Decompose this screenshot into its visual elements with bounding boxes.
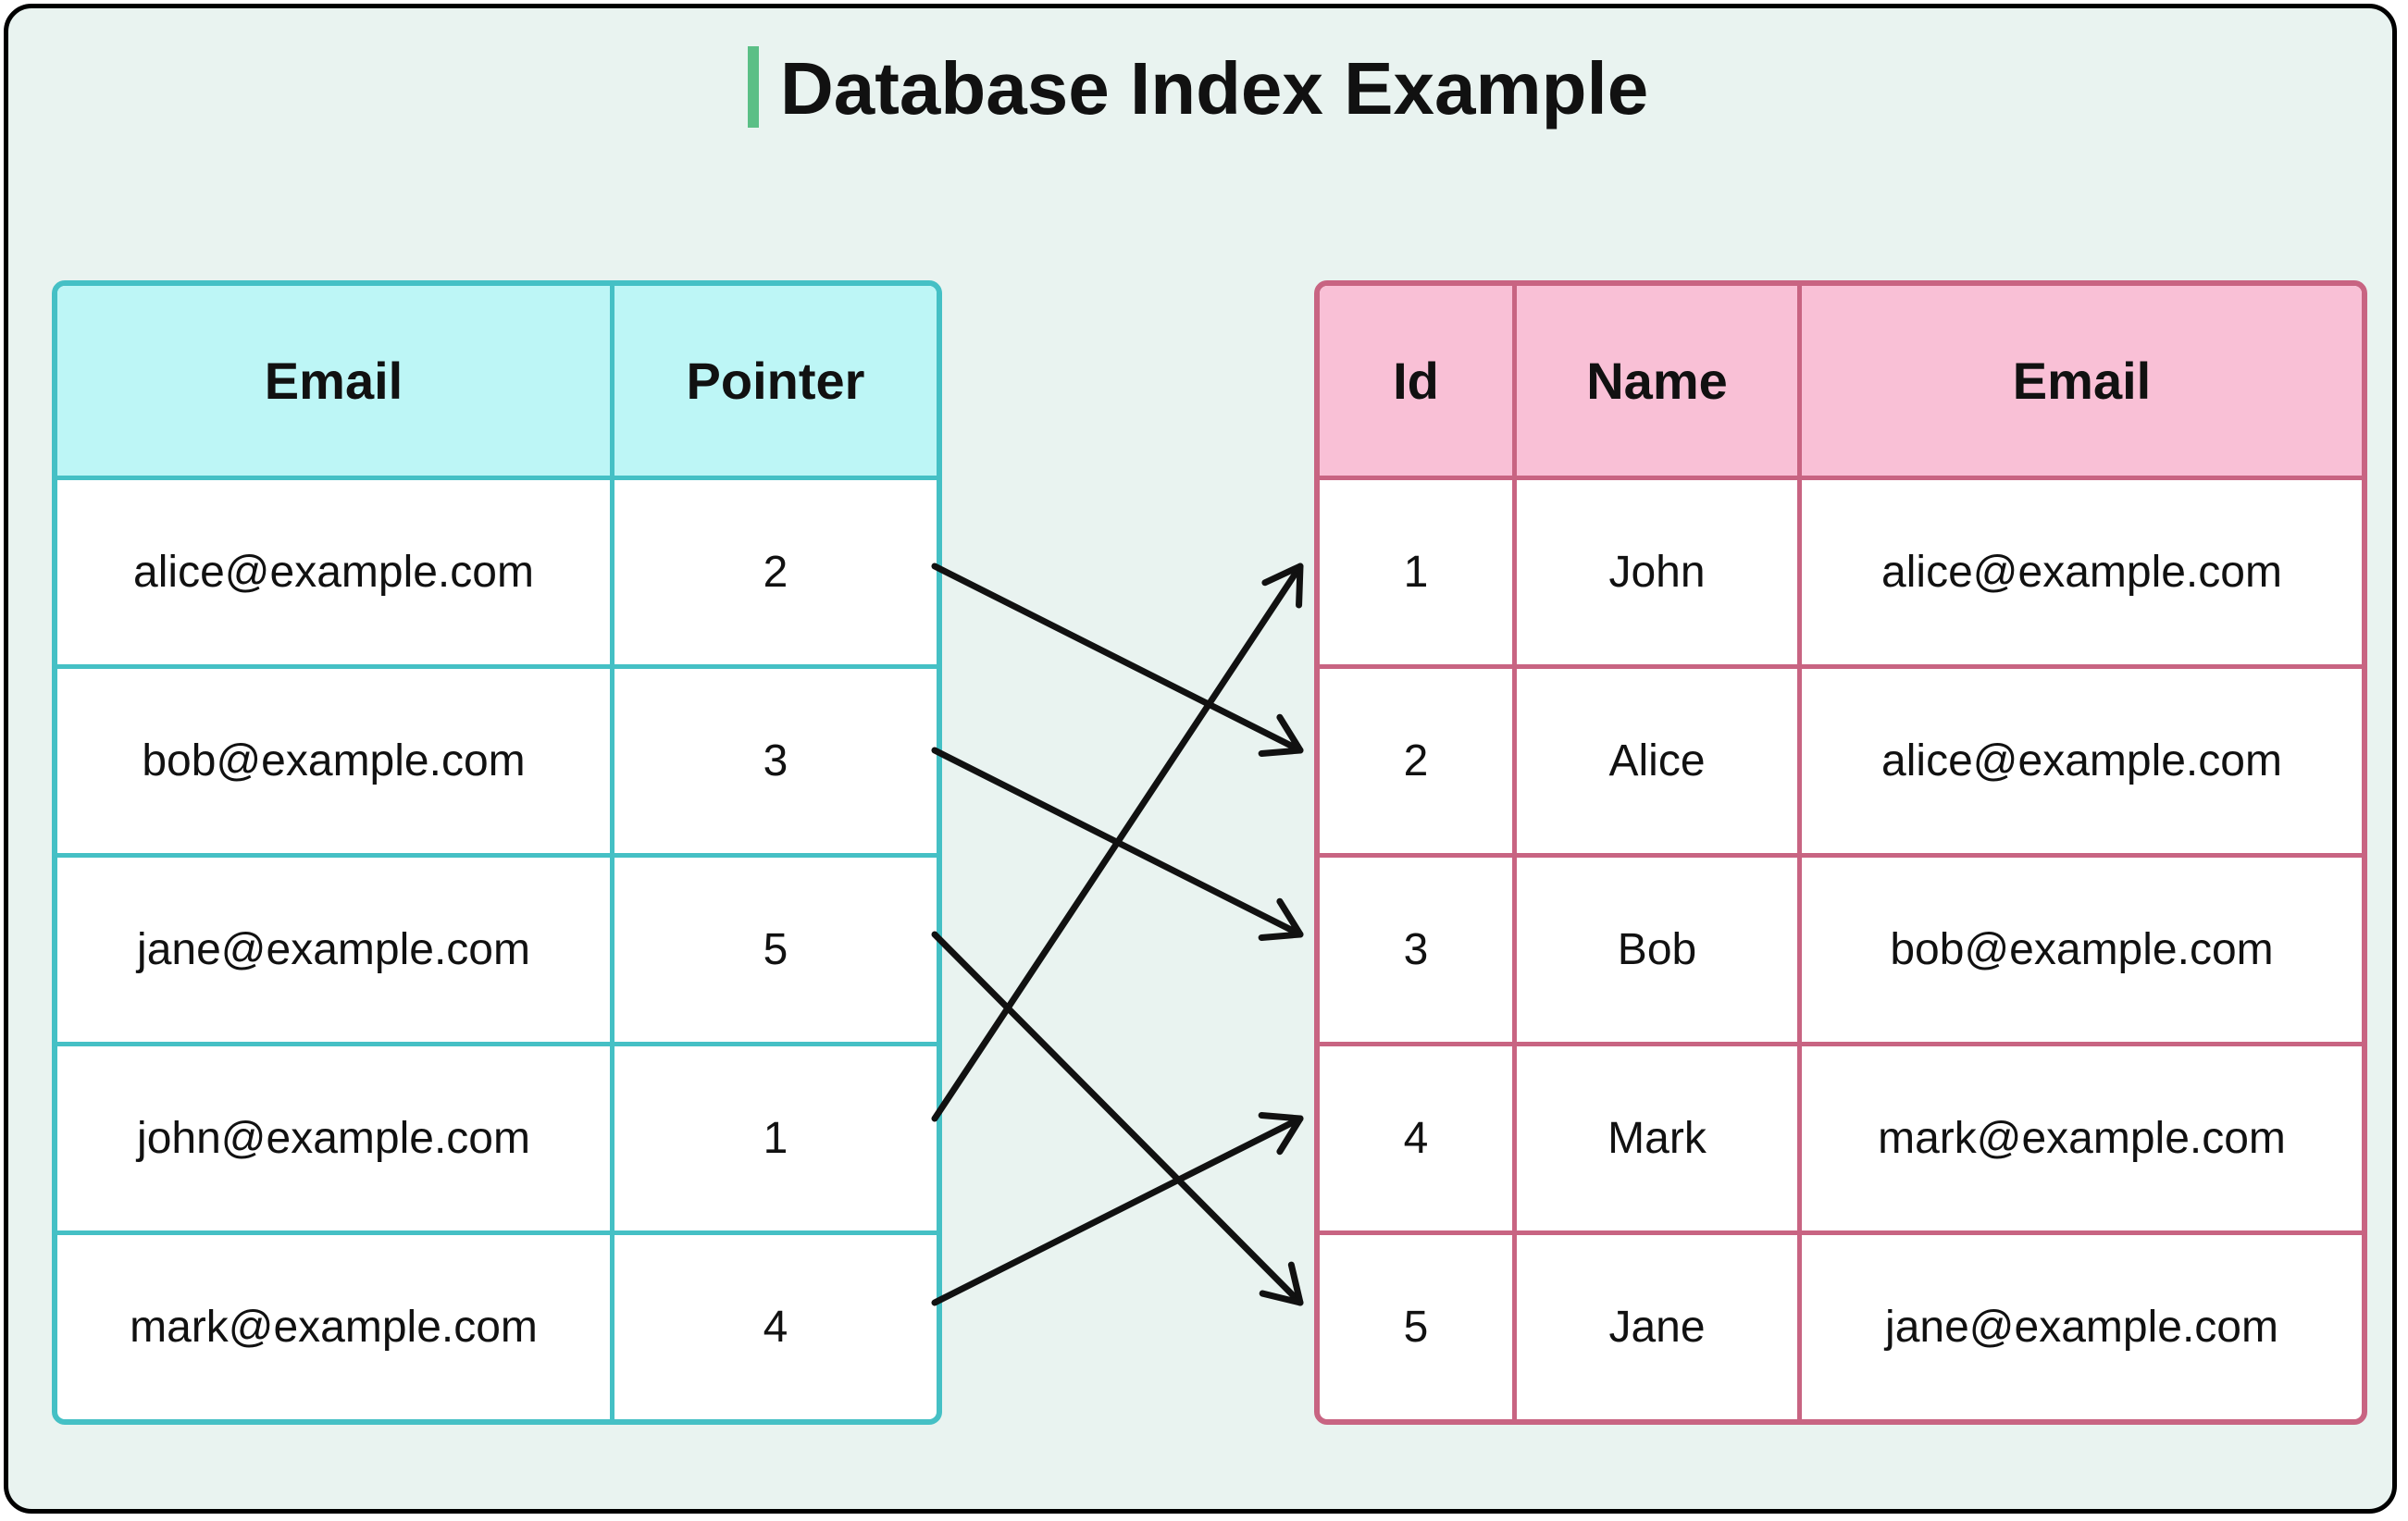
data-header-name: Name — [1517, 286, 1802, 480]
index-pointer-cell: 1 — [614, 1046, 937, 1235]
data-row: 2 Alice alice@example.com — [1320, 669, 2362, 858]
index-header-email: Email — [57, 286, 614, 480]
data-id-cell: 3 — [1320, 858, 1517, 1046]
data-header-email: Email — [1802, 286, 2362, 480]
index-row: alice@example.com 2 — [57, 480, 937, 669]
index-row: jane@example.com 5 — [57, 858, 937, 1046]
data-email-cell: bob@example.com — [1802, 858, 2362, 1046]
index-header-pointer: Pointer — [614, 286, 937, 480]
index-header-row: Email Pointer — [57, 286, 937, 480]
data-row: 4 Mark mark@example.com — [1320, 1046, 2362, 1235]
data-id-cell: 1 — [1320, 480, 1517, 669]
data-name-cell: Bob — [1517, 858, 1802, 1046]
index-table: Email Pointer alice@example.com 2 bob@ex… — [52, 280, 942, 1425]
index-row: mark@example.com 4 — [57, 1235, 937, 1419]
data-name-cell: Mark — [1517, 1046, 1802, 1235]
index-pointer-cell: 5 — [614, 858, 937, 1046]
data-row: 3 Bob bob@example.com — [1320, 858, 2362, 1046]
index-email-cell: alice@example.com — [57, 480, 614, 669]
index-pointer-cell: 2 — [614, 480, 937, 669]
index-row: john@example.com 1 — [57, 1046, 937, 1235]
data-id-cell: 2 — [1320, 669, 1517, 858]
data-name-cell: John — [1517, 480, 1802, 669]
index-pointer-cell: 3 — [614, 669, 937, 858]
data-row: 1 John alice@example.com — [1320, 480, 2362, 669]
title-accent-bar — [748, 46, 759, 128]
index-email-cell: john@example.com — [57, 1046, 614, 1235]
data-header-row: Id Name Email — [1320, 286, 2362, 480]
data-email-cell: mark@example.com — [1802, 1046, 2362, 1235]
index-email-cell: mark@example.com — [57, 1235, 614, 1419]
data-id-cell: 5 — [1320, 1235, 1517, 1419]
data-email-cell: jane@example.com — [1885, 1303, 2278, 1352]
data-name-cell: Alice — [1517, 669, 1802, 858]
diagram-title: Database Index Example — [780, 47, 1649, 130]
data-id-cell: 4 — [1320, 1046, 1517, 1235]
index-pointer-cell: 4 — [763, 1303, 788, 1352]
data-row: 5 Jane jane@example.com — [1320, 1235, 2362, 1419]
data-table: Id Name Email 1 John alice@example.com 2… — [1314, 280, 2367, 1425]
index-email-cell: jane@example.com — [57, 858, 614, 1046]
data-email-cell: alice@example.com — [1802, 480, 2362, 669]
index-email-cell: bob@example.com — [57, 669, 614, 858]
data-header-id: Id — [1320, 286, 1517, 480]
index-row: bob@example.com 3 — [57, 669, 937, 858]
data-name-cell: Jane — [1517, 1235, 1802, 1419]
data-email-cell: alice@example.com — [1802, 669, 2362, 858]
